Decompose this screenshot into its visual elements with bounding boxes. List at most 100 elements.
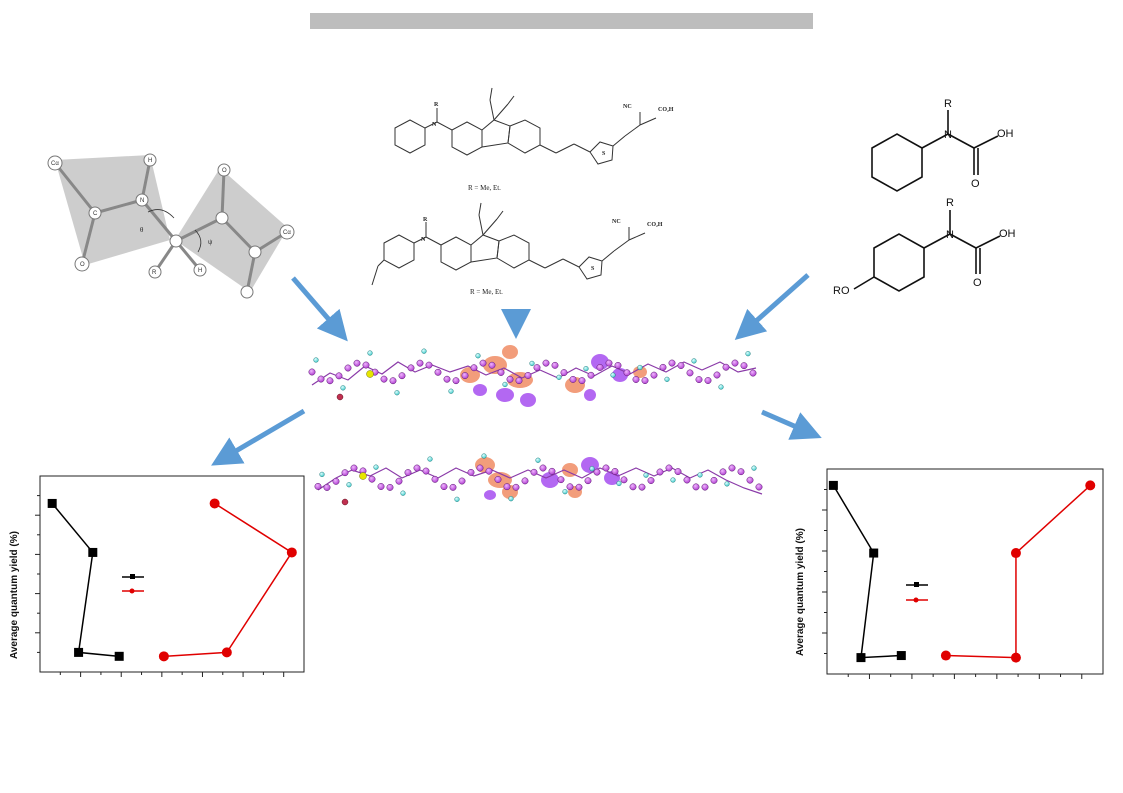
left-chart-legend <box>122 574 144 594</box>
molecule-atom <box>413 464 421 472</box>
orbital-lobes-top <box>460 345 647 407</box>
molecule-hydrogen <box>319 471 325 478</box>
molecule-atom <box>686 369 694 377</box>
molecule-atom <box>530 468 538 476</box>
molecule-atom <box>749 369 757 377</box>
molecule-hydrogen <box>475 353 481 359</box>
molecule-hydrogen <box>724 481 730 487</box>
oxygen-atom <box>341 498 349 506</box>
nc-label-dye-bottom: NC <box>612 219 621 225</box>
molecule-atom <box>494 476 502 483</box>
flow-arrows <box>211 273 822 466</box>
molecule-atom <box>710 476 718 484</box>
legend-marker-black <box>130 574 135 579</box>
co2h-label-dye-bottom: CO₂H <box>647 222 663 228</box>
h-node-label: H <box>148 158 152 164</box>
molecule-atom <box>539 464 547 472</box>
r-sub-bottom: R = Me, Et. <box>470 288 503 296</box>
molecule-atom <box>386 483 394 491</box>
molecule-atom <box>416 359 424 367</box>
data-point-circle <box>286 547 297 558</box>
data-point-square <box>856 653 866 663</box>
molecule-atom <box>740 362 748 370</box>
molecule-hydrogen <box>556 374 562 380</box>
o-node-label-right: O <box>222 168 227 174</box>
molecule-hydrogen <box>427 456 433 462</box>
molecule-atom <box>443 375 451 383</box>
molecule-atom <box>596 364 604 371</box>
molecule-atom <box>452 377 460 385</box>
r-label-acid-top: R <box>944 98 952 110</box>
series-line <box>945 484 1091 659</box>
arrow-left-down <box>291 276 348 342</box>
molecule-atom <box>551 361 559 369</box>
molecule-atom <box>674 468 682 476</box>
arrow-right-down <box>734 273 810 340</box>
oh-label-acid-bottom: OH <box>999 228 1016 240</box>
data-point-circle <box>158 651 169 662</box>
left-chart-ticks <box>35 495 285 677</box>
molecule-atom <box>506 375 514 383</box>
molecule-hydrogen <box>367 350 373 356</box>
molecule-hydrogen <box>583 366 589 372</box>
molecule-atom <box>602 464 610 472</box>
data-point-square <box>114 651 124 661</box>
right-chart-series <box>828 480 1096 663</box>
series-line <box>832 485 902 659</box>
oxygen-atom <box>336 393 344 401</box>
data-point-circle <box>940 650 951 661</box>
molecule-atom <box>389 377 397 385</box>
legend-marker-red <box>129 588 135 594</box>
molecule-hydrogen <box>562 489 568 495</box>
molecule-atom <box>467 468 475 476</box>
molecule-atom <box>395 477 403 485</box>
molecule-atom <box>593 468 601 476</box>
molecule-hydrogen <box>643 472 649 478</box>
molecule-hydrogen <box>637 364 643 371</box>
molecule-hydrogen <box>502 381 508 388</box>
molecule-atom <box>503 483 511 491</box>
n-label-dye-bottom: N <box>421 237 426 243</box>
molecule-atom <box>308 368 316 376</box>
nc-label-dye-top: NC <box>623 104 632 110</box>
data-point-square <box>47 498 57 508</box>
data-point-circle <box>221 647 232 658</box>
sulfur-atom <box>359 472 367 480</box>
molecule-atom <box>512 483 520 491</box>
molecule-atom <box>344 364 352 372</box>
molecule-hydrogen <box>400 490 406 496</box>
arrow-to-left-chart <box>211 408 306 466</box>
molecule-atom <box>620 476 628 484</box>
sulfur-atom <box>366 370 374 378</box>
molecule-atom <box>461 372 469 380</box>
legend-marker-red <box>913 597 919 603</box>
molecule-atom <box>476 464 484 472</box>
molecule-atom <box>422 467 430 475</box>
atoms-layer <box>308 348 763 506</box>
molecule-atom <box>362 361 370 369</box>
molecule-atom <box>533 364 541 372</box>
data-point-square <box>828 480 838 490</box>
left-chart-series <box>47 498 297 662</box>
ca-label-right: Cα <box>283 230 291 236</box>
left-chart-frame <box>39 475 305 673</box>
molecule-hydrogen <box>454 496 460 502</box>
molecule-atom <box>521 477 529 485</box>
data-point-circle <box>1085 480 1096 491</box>
molecule-atom <box>665 464 673 472</box>
molecule-atom <box>623 369 631 377</box>
molecule-atom <box>632 376 640 383</box>
molecule-hydrogen <box>508 496 514 502</box>
molecule-hydrogen <box>421 348 427 354</box>
molecule-atom <box>314 482 322 490</box>
molecule-atom <box>728 464 736 472</box>
molecule-atom <box>713 371 721 379</box>
h-node-label-2: H <box>198 268 202 274</box>
molecule-atom <box>407 364 415 372</box>
molecule-atom <box>578 377 586 385</box>
data-point-circle <box>1010 548 1021 559</box>
oh-label-acid-top: OH <box>997 128 1014 140</box>
molecule-atom <box>647 477 655 484</box>
left-chart-ylabel: Average quantum yield (%) <box>9 531 20 659</box>
